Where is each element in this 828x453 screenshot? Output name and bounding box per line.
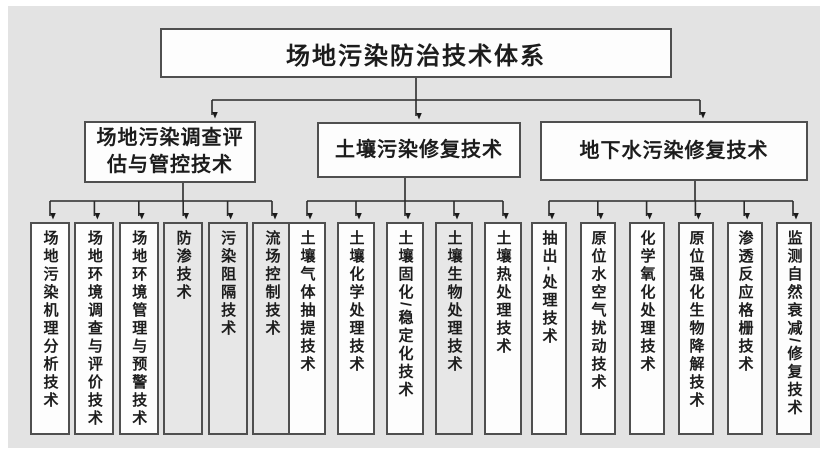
leaf-label: 场地环境管理与预警技术 (130, 230, 148, 428)
leaf-box: 土壤气体抽提技术 (288, 222, 326, 435)
leaf-label: 土壤化学处理技术 (347, 230, 365, 374)
leaf-label: 污染阻隔技术 (219, 230, 237, 338)
leaf-label: 土壤生物处理技术 (445, 230, 463, 374)
leaf-label: 监测自然衰减/修复技术 (785, 230, 803, 418)
leaf-label: 场地污染机理分析技术 (41, 230, 59, 410)
leaf-box: 流场控制技术 (251, 222, 292, 435)
leaf-label: 抽出-处理技术 (540, 230, 558, 346)
leaf-label: 土壤气体抽提技术 (298, 230, 316, 374)
leaf-label: 场地环境调查与评价技术 (85, 230, 103, 428)
leaf-box: 原位水空气扰动技术 (580, 222, 616, 435)
leaf-box: 抽出-处理技术 (531, 222, 567, 435)
leaf-label: 土壤热处理技术 (494, 230, 512, 356)
leaf-box: 渗透反应格栅技术 (727, 222, 763, 435)
leaf-label: 渗透反应格栅技术 (736, 230, 754, 374)
leaf-group-groundwater-remediation: 抽出-处理技术 原位水空气扰动技术 化学氧化处理技术 原位强化生物降解技术 渗透… (531, 222, 812, 435)
branch-box-investigation: 场地污染调查评估与管控技术 (84, 121, 256, 183)
leaf-box: 土壤热处理技术 (484, 222, 522, 435)
branch-label: 场地污染调查评估与管控技术 (96, 127, 244, 176)
leaf-label: 原位水空气扰动技术 (589, 230, 607, 392)
branch-box-soil-remediation: 土壤污染修复技术 (317, 122, 521, 178)
leaf-label: 化学氧化处理技术 (638, 230, 656, 374)
leaf-label: 防渗技术 (174, 230, 192, 302)
leaf-box: 场地环境调查与评价技术 (74, 222, 115, 435)
branch-label: 土壤污染修复技术 (335, 138, 503, 161)
leaf-box: 防渗技术 (163, 222, 204, 435)
leaf-label: 原位强化生物降解技术 (687, 230, 705, 410)
branch-box-groundwater-remediation: 地下水污染修复技术 (540, 121, 808, 181)
leaf-box: 土壤生物处理技术 (435, 222, 473, 435)
leaf-box: 场地污染机理分析技术 (30, 222, 70, 435)
leaf-box: 原位强化生物降解技术 (678, 222, 714, 435)
leaf-label: 流场控制技术 (263, 230, 281, 338)
leaf-group-soil-remediation: 土壤气体抽提技术 土壤化学处理技术 土壤固化/稳定化技术 土壤生物处理技术 土壤… (288, 222, 522, 435)
leaf-box: 场地环境管理与预警技术 (118, 222, 159, 435)
root-box: 场地污染防治技术体系 (160, 28, 672, 78)
leaf-box: 化学氧化处理技术 (629, 222, 665, 435)
root-label: 场地污染防治技术体系 (286, 42, 546, 70)
leaf-box: 污染阻隔技术 (207, 222, 248, 435)
leaf-box: 土壤固化/稳定化技术 (386, 222, 424, 435)
branch-label: 地下水污染修复技术 (579, 139, 769, 162)
leaf-label: 土壤固化/稳定化技术 (396, 230, 414, 400)
leaf-box: 监测自然衰减/修复技术 (776, 222, 812, 435)
leaf-group-investigation: 场地污染机理分析技术 场地环境调查与评价技术 场地环境管理与预警技术 防渗技术 … (30, 222, 292, 435)
leaf-box: 土壤化学处理技术 (337, 222, 375, 435)
